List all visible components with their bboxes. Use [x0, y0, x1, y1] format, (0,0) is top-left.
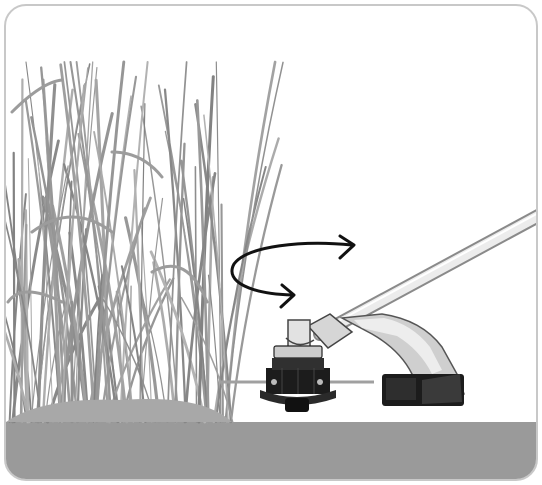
trimmer-shaft: [320, 211, 538, 334]
trimmer-illustration: [6, 6, 538, 481]
cutting-head: [260, 346, 336, 412]
ground: [6, 422, 538, 481]
grass-blade: [14, 153, 15, 422]
illustration-frame: [4, 4, 538, 481]
trimmer-guard: [342, 314, 464, 406]
string-trimmer-icon: [260, 211, 538, 412]
grass-icon: [6, 62, 283, 422]
